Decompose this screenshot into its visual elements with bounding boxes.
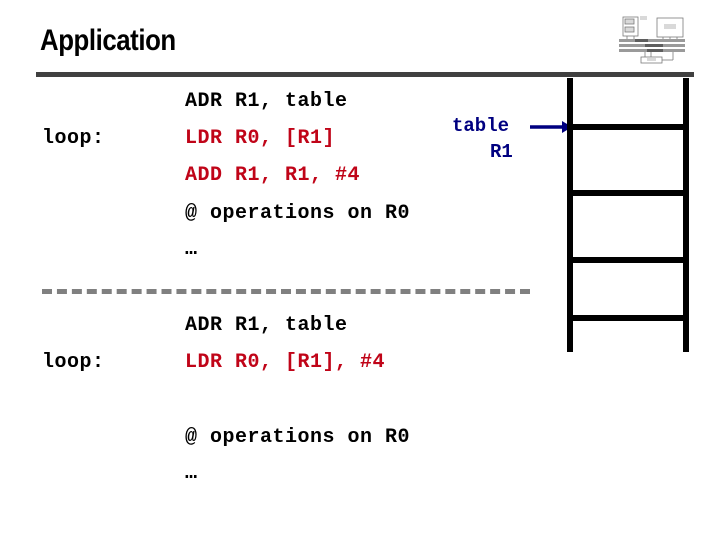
pointer-label-r1: R1 xyxy=(490,141,513,163)
title-underline-rule xyxy=(36,72,694,77)
code-line-instruction: LDR R0, [R1] xyxy=(185,127,336,150)
code-label-loop: loop: xyxy=(42,127,105,150)
code-line-instruction: ADR R1, table xyxy=(185,314,348,337)
code-line-instruction: ADD R1, R1, #4 xyxy=(185,164,361,187)
code-line-instruction: LDR R0, [R1], #4 xyxy=(185,351,386,374)
page-title: Application xyxy=(40,24,176,57)
system-block-diagram-logo xyxy=(617,10,689,64)
memory-ladder-svg xyxy=(567,78,689,352)
code-line-comment: @ operations on R0 xyxy=(185,426,411,449)
code-line-instruction: ADR R1, table xyxy=(185,90,348,113)
code-label-loop: loop: xyxy=(42,351,105,374)
code-line-ellipsis: … xyxy=(185,238,198,261)
logo-svg xyxy=(619,16,685,64)
code-line-comment: @ operations on R0 xyxy=(185,202,411,225)
section-divider xyxy=(42,289,530,294)
code-line-ellipsis: … xyxy=(185,462,198,485)
memory-table-diagram xyxy=(560,78,700,358)
pointer-label-table: table xyxy=(452,115,510,137)
